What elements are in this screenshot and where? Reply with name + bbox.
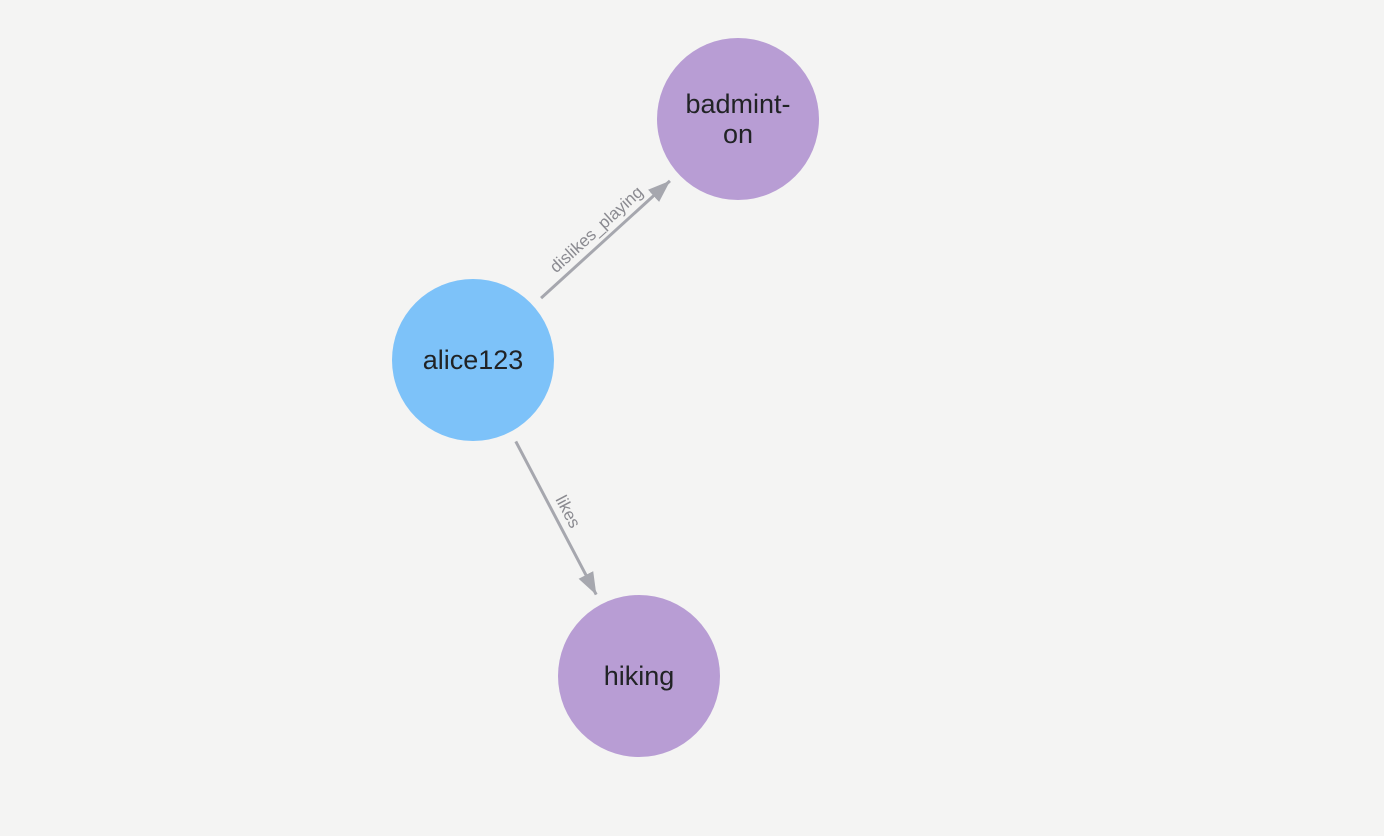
edge-dislikes-playing[interactable]: dislikes_playing [540,179,671,300]
edge-label: likes [552,492,585,531]
edge-likes[interactable]: likes [514,440,598,596]
node-label: hiking [603,660,675,691]
edge-label: dislikes_playing [546,182,647,276]
node-label: badmint- on [685,88,791,149]
edge-arrow-line[interactable] [514,440,598,596]
node-alice123[interactable]: alice123 [392,279,554,441]
node-label: alice123 [422,344,524,375]
edge-arrow-line[interactable] [540,179,671,300]
node-badminton[interactable]: badmint- on [657,38,819,200]
node-hiking[interactable]: hiking [558,595,720,757]
